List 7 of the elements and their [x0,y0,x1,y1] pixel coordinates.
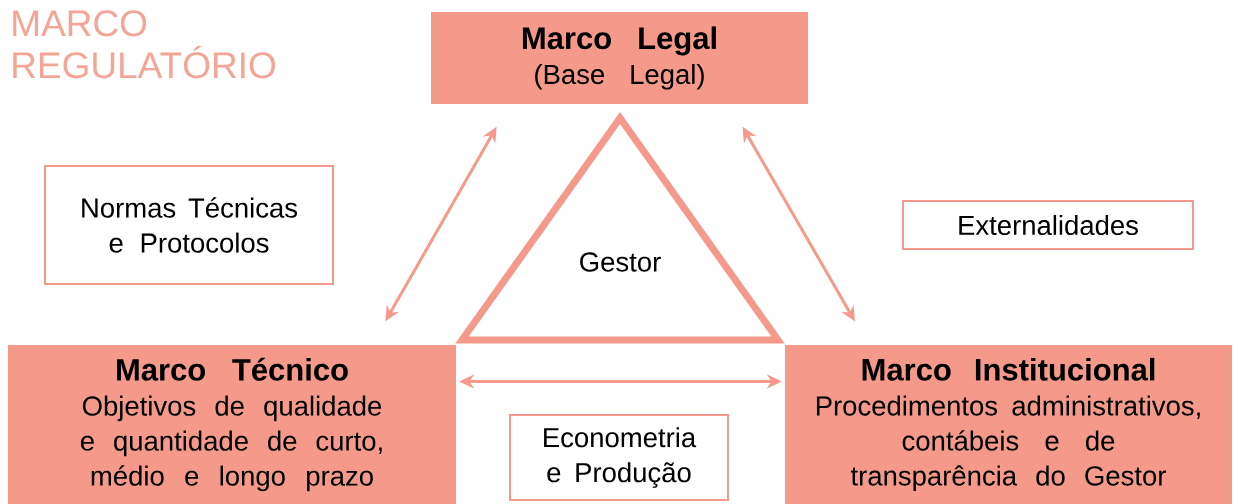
framework-box: Marco Institucional Procedimentos administrativos, contábeis e de transparência do Gestor [785,345,1232,504]
title: MARCO REGULATÓRIO [13,10,275,79]
framework-box: Marco Legal (Base Legal) [431,12,808,104]
note-box: Externalidades [902,200,1194,250]
note-box: Normas Técnicas e Protocolos [44,165,334,285]
note-box: Econometria e Produção [509,414,729,501]
framework-box: Marco Técnico Objetivos de qualidade e quantidade de curto, médio e longo prazo [8,345,456,504]
